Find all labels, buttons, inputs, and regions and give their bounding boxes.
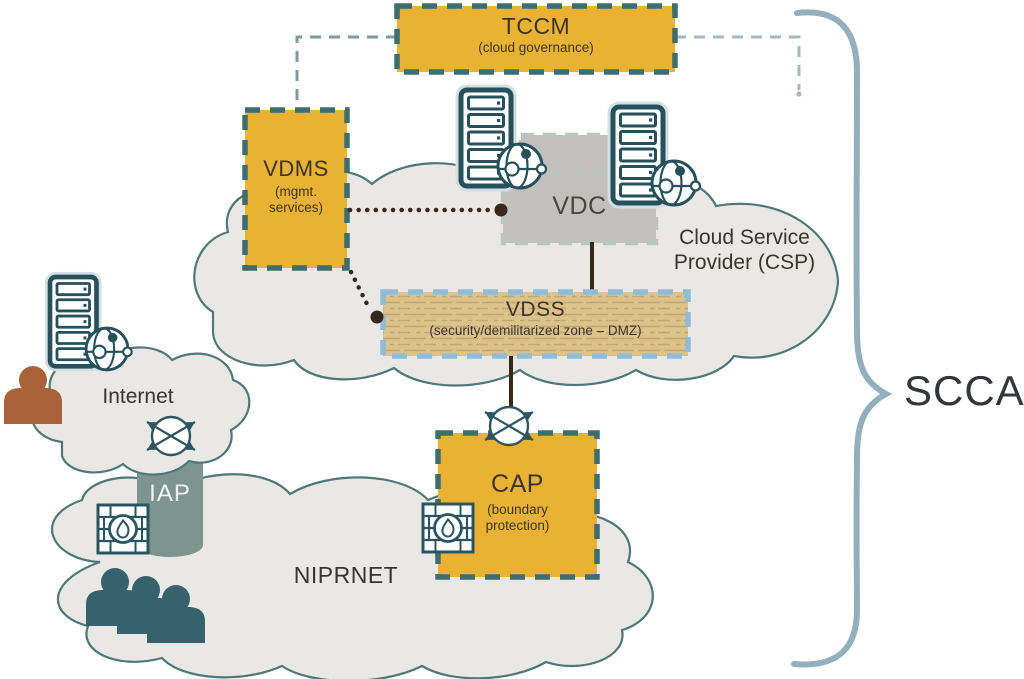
vdms-vdss-link-dot <box>370 310 384 324</box>
router-icon <box>483 405 535 447</box>
tccm-right-connector <box>675 35 801 90</box>
tccm-box <box>394 3 678 75</box>
firewall-icon <box>421 502 475 554</box>
vdms-vdc-link-dot <box>494 203 508 217</box>
vdms-box <box>242 107 350 271</box>
vdms-vdss-dotted-link <box>348 269 373 313</box>
scca-brace <box>791 9 893 668</box>
vdss-box <box>380 289 691 359</box>
internet-cloud <box>30 346 251 476</box>
router-icon <box>145 415 197 457</box>
tccm-right-connector-end <box>796 91 802 97</box>
tccm-vdms-connector <box>295 35 397 108</box>
firewall-icon <box>96 503 150 555</box>
